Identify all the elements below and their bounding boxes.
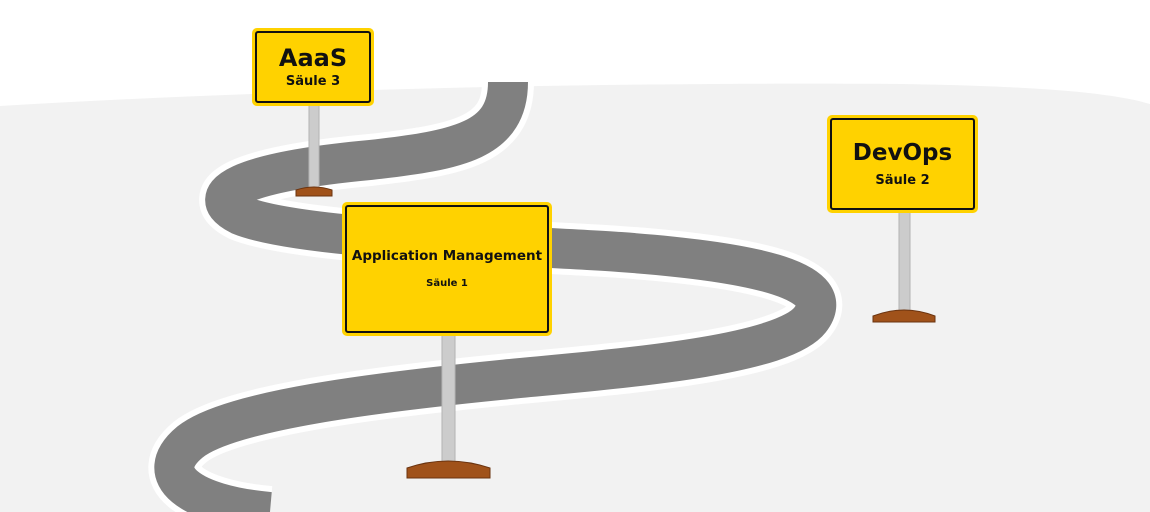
sign-devops-title: DevOps bbox=[852, 140, 953, 167]
sign-aaas-subtitle: Säule 3 bbox=[285, 74, 341, 90]
pole-appmgmt bbox=[441, 333, 456, 465]
sign-application-management-subtitle: Säule 1 bbox=[426, 278, 468, 290]
sign-aaas-panel: AaaS Säule 3 bbox=[255, 31, 371, 103]
base-devops bbox=[872, 309, 936, 323]
pole-devops bbox=[898, 210, 911, 312]
sign-application-management-panel: Application Management Säule 1 bbox=[345, 205, 549, 333]
sign-devops-panel: DevOps Säule 2 bbox=[830, 118, 975, 210]
sign-devops: DevOps Säule 2 bbox=[827, 115, 978, 213]
pole-aaas bbox=[308, 103, 320, 191]
sign-aaas-title: AaaS bbox=[278, 43, 348, 72]
road bbox=[154, 80, 837, 512]
sign-application-management: Application Management Säule 1 bbox=[342, 202, 552, 336]
sign-application-management-title: Application Management bbox=[351, 247, 543, 264]
base-appmgmt bbox=[406, 460, 491, 479]
sign-aaas: AaaS Säule 3 bbox=[252, 28, 374, 106]
sign-devops-subtitle: Säule 2 bbox=[875, 172, 930, 188]
base-aaas bbox=[295, 186, 333, 197]
